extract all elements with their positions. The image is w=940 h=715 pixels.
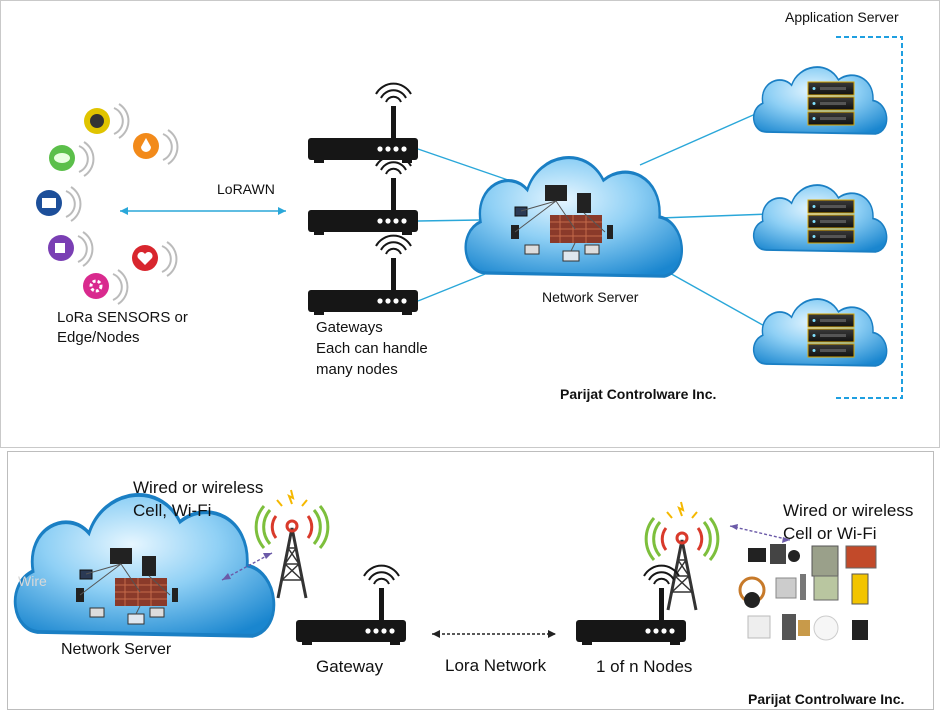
right-wireless-label-line1: Wired or wireless bbox=[783, 501, 914, 520]
gateways-label-line3: many nodes bbox=[316, 361, 398, 378]
lora-network-arrow bbox=[432, 630, 556, 638]
bottom-gateway-router bbox=[295, 564, 407, 646]
application-server-label: Application Server bbox=[785, 9, 899, 25]
plug-icon bbox=[48, 231, 94, 267]
lora-network-label: Lora Network bbox=[445, 656, 547, 675]
sensors-label-line1: LoRa SENSORS or bbox=[57, 309, 188, 326]
leaf-icon bbox=[49, 141, 95, 177]
lorawan-label: LoRAWN bbox=[217, 181, 275, 197]
sensors-label-line2: Edge/Nodes bbox=[57, 329, 140, 346]
server-rack-1 bbox=[807, 81, 855, 126]
left-wireless-label-line1: Wired or wireless bbox=[133, 478, 264, 497]
nodes-label: 1 of n Nodes bbox=[596, 657, 693, 676]
left-wireless-label-line2: Cell, Wi-Fi bbox=[133, 501, 212, 520]
gear-icon bbox=[83, 269, 129, 305]
left-wireless-link bbox=[221, 552, 273, 581]
gateway-router-3 bbox=[307, 234, 419, 316]
company-label-top: Parijat Controlware Inc. bbox=[560, 386, 717, 402]
bottom-network-server-label: Network Server bbox=[61, 641, 172, 658]
gateway-router-1 bbox=[307, 82, 419, 164]
company-label-bottom: Parijat Controlware Inc. bbox=[748, 691, 905, 707]
gateway-router-2 bbox=[307, 154, 419, 236]
server-rack-2 bbox=[807, 199, 855, 244]
gateway-label: Gateway bbox=[316, 657, 384, 676]
heart-icon bbox=[132, 241, 178, 277]
app-server-bracket bbox=[836, 36, 903, 399]
bottom-panel-border bbox=[7, 451, 934, 710]
gateways-label-line2: Each can handle bbox=[316, 340, 428, 357]
lightbulb-icon bbox=[84, 103, 130, 139]
right-wireless-label-line2: Cell or Wi-Fi bbox=[783, 524, 877, 543]
right-cell-tower-icon bbox=[644, 500, 720, 612]
network-server-label: Network Server bbox=[542, 289, 639, 305]
gateways-label-line1: Gateways bbox=[316, 319, 383, 336]
faded-watermark-text: Wire bbox=[18, 573, 47, 589]
node-devices-image bbox=[738, 544, 877, 641]
sensor-icons bbox=[36, 103, 179, 305]
meter-icon bbox=[36, 186, 82, 222]
lorawan-arrow bbox=[120, 207, 286, 215]
right-wireless-link bbox=[729, 524, 791, 543]
drop-icon bbox=[133, 129, 179, 165]
server-rack-3 bbox=[807, 313, 855, 358]
